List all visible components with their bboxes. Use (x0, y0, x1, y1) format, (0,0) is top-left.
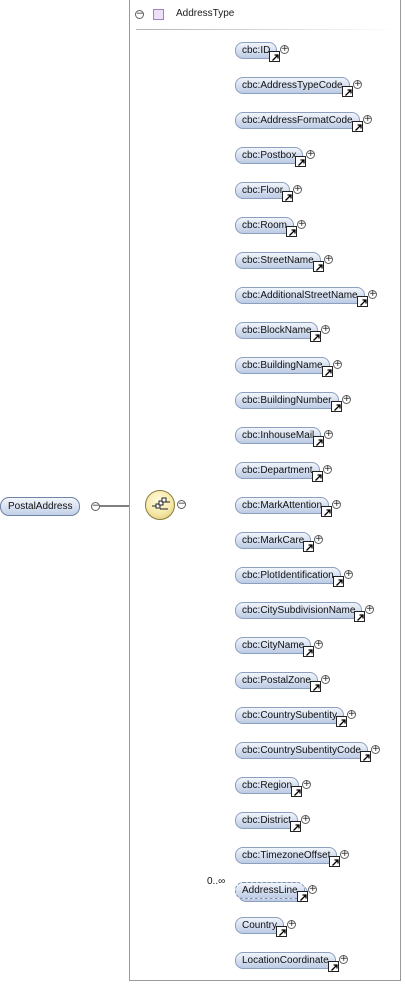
sequence-compositor-icon[interactable] (145, 490, 175, 520)
root-element-postal-address[interactable]: PostalAddress (0, 497, 81, 516)
element-label: cbc:Department (235, 462, 320, 479)
sequence-collapse-toggle[interactable]: − (177, 499, 186, 509)
element-label: cbc:PlotIdentification (235, 567, 341, 584)
element-label: cbc:MarkCare (235, 532, 312, 549)
expand-toggle[interactable]: + (363, 114, 372, 124)
element-label: cbc:BuildingName (235, 357, 330, 374)
expand-toggle[interactable]: + (297, 219, 306, 229)
element-label: cbc:CityName (235, 637, 312, 654)
reference-arrow-icon (297, 891, 308, 902)
occurrence-label: 0..∞ (207, 876, 226, 887)
element-label: cbc:MarkAttention (235, 497, 330, 514)
element-label: cbc:Room (235, 217, 295, 234)
element-label: cbc:ID (235, 42, 278, 59)
reference-arrow-icon (321, 506, 332, 517)
element-label: cbc:InhouseMail (235, 427, 322, 444)
reference-arrow-icon (310, 331, 321, 342)
expand-toggle[interactable]: + (333, 359, 342, 369)
reference-arrow-icon (352, 121, 363, 132)
reference-arrow-icon (313, 436, 324, 447)
reference-arrow-icon (303, 541, 314, 552)
reference-arrow-icon (310, 681, 321, 692)
element-label: cbc:Floor (235, 182, 291, 199)
expand-toggle[interactable]: + (321, 324, 330, 334)
reference-arrow-icon (328, 961, 339, 972)
element-label: cbc:CitySubdivisionName (235, 602, 363, 619)
reference-arrow-icon (357, 296, 368, 307)
expand-toggle[interactable]: + (324, 254, 333, 264)
reference-arrow-icon (342, 86, 353, 97)
reference-arrow-icon (312, 471, 323, 482)
expand-toggle[interactable]: + (339, 954, 348, 964)
expand-toggle[interactable]: + (344, 569, 353, 579)
element-label: cbc:TimezoneOffset (235, 847, 338, 864)
expand-toggle[interactable]: + (321, 674, 330, 684)
element-label: cbc:Region (235, 777, 300, 794)
element-label: cbc:AddressFormatCode (235, 112, 360, 129)
expand-toggle[interactable]: + (314, 534, 323, 544)
element-label: cbc:CountrySubentityCode (235, 742, 368, 759)
expand-toggle[interactable]: + (301, 814, 310, 824)
element-label: cbc:BuildingNumber (235, 392, 339, 409)
reference-arrow-icon (295, 156, 306, 167)
element-label: cbc:AdditionalStreetName (235, 287, 365, 304)
element-label: cbc:PostalZone (235, 672, 318, 689)
reference-arrow-icon (333, 576, 344, 587)
expand-toggle[interactable]: + (293, 184, 302, 194)
reference-arrow-icon (354, 611, 365, 622)
expand-toggle[interactable]: + (353, 79, 362, 89)
reference-arrow-icon (322, 366, 333, 377)
complex-type-icon (153, 9, 164, 20)
root-collapse-toggle[interactable]: − (91, 501, 100, 511)
element-label: Country (235, 917, 285, 934)
type-header-divider (136, 29, 396, 30)
reference-arrow-icon (286, 226, 297, 237)
expand-toggle[interactable]: + (308, 884, 317, 894)
expand-toggle[interactable]: + (347, 709, 356, 719)
type-name: AddressType (176, 8, 235, 19)
reference-arrow-icon (329, 856, 340, 867)
expand-toggle[interactable]: + (314, 639, 323, 649)
expand-toggle[interactable]: + (302, 779, 311, 789)
expand-toggle[interactable]: + (306, 149, 315, 159)
element-label: cbc:District (235, 812, 298, 829)
element-label: cbc:CountrySubentity (235, 707, 345, 724)
element-label: AddressLine (235, 882, 305, 899)
expand-toggle[interactable]: + (365, 604, 374, 614)
expand-toggle[interactable]: + (342, 394, 351, 404)
expand-toggle[interactable]: + (280, 44, 289, 54)
reference-arrow-icon (360, 751, 371, 762)
element-label: LocationCoordinate (235, 952, 336, 969)
element-label: cbc:StreetName (235, 252, 321, 269)
element-label: cbc:AddressTypeCode (235, 77, 350, 94)
reference-arrow-icon (313, 261, 324, 272)
expand-toggle[interactable]: + (332, 499, 341, 509)
reference-arrow-icon (276, 926, 287, 937)
reference-arrow-icon (290, 821, 301, 832)
reference-arrow-icon (331, 401, 342, 412)
expand-toggle[interactable]: + (287, 919, 296, 929)
reference-arrow-icon (336, 716, 347, 727)
element-label: cbc:Postbox (235, 147, 304, 164)
reference-arrow-icon (291, 786, 302, 797)
type-collapse-toggle[interactable]: − (135, 9, 144, 19)
expand-toggle[interactable]: + (324, 429, 333, 439)
type-header: − AddressType (130, 0, 400, 30)
expand-toggle[interactable]: + (368, 289, 377, 299)
reference-arrow-icon (269, 51, 280, 62)
expand-toggle[interactable]: + (371, 744, 380, 754)
element-label: cbc:BlockName (235, 322, 319, 339)
expand-toggle[interactable]: + (340, 849, 349, 859)
expand-toggle[interactable]: + (323, 464, 332, 474)
reference-arrow-icon (303, 646, 314, 657)
reference-arrow-icon (282, 191, 293, 202)
